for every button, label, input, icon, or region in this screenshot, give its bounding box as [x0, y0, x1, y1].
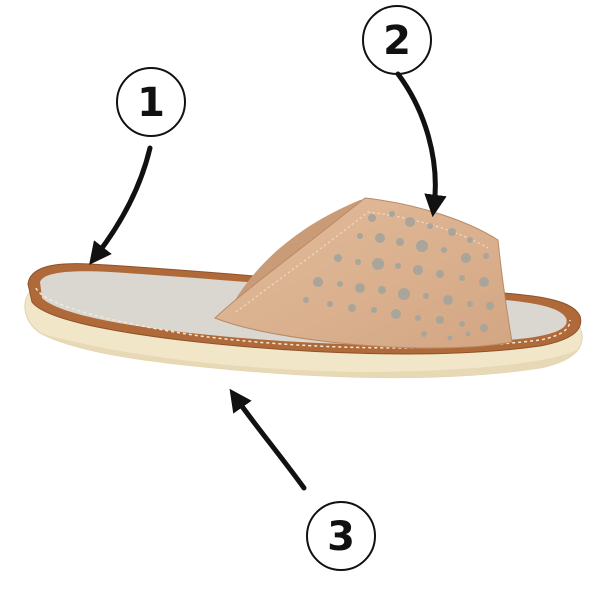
perforation-hole	[441, 247, 447, 253]
perforation-hole	[391, 309, 401, 319]
callout-3: 3	[229, 388, 376, 571]
perforation-hole	[413, 265, 423, 275]
perforation-hole	[465, 331, 471, 337]
perforation-hole	[396, 238, 404, 246]
callout-1-number: 1	[137, 80, 165, 126]
perforation-hole	[423, 293, 429, 299]
perforation-hole	[467, 301, 473, 307]
perforation-hole	[398, 288, 410, 300]
perforation-hole	[421, 331, 427, 337]
insole-stitching	[35, 287, 571, 349]
perforation-hole	[355, 283, 365, 293]
perforation-hole	[480, 324, 488, 332]
perforation-hole	[479, 277, 489, 287]
perforation-hole	[443, 295, 453, 305]
perforation-hole	[395, 263, 401, 269]
callout-2-number: 2	[383, 18, 411, 64]
perforation-hole	[459, 275, 465, 281]
perforation-hole	[486, 302, 494, 310]
upper-stitching	[235, 211, 489, 313]
callout-3-number: 3	[327, 514, 355, 560]
perforation-hole	[416, 240, 428, 252]
perforation-hole	[348, 304, 356, 312]
perforation-hole	[372, 258, 384, 270]
slipper	[24, 197, 583, 379]
callout-1-arrow	[89, 145, 153, 265]
perforation-hole	[461, 253, 471, 263]
perforation-hole	[334, 254, 342, 262]
callout-2-arrow	[395, 71, 447, 218]
perforation-hole	[313, 277, 323, 287]
perforation-hole	[436, 270, 444, 278]
perforation-hole	[467, 237, 473, 243]
perforation-hole	[371, 307, 377, 313]
callout-2: 2	[362, 5, 447, 218]
perforation-hole	[483, 253, 489, 259]
perforation-hole	[415, 315, 421, 321]
perforation-hole	[375, 233, 385, 243]
perforation-hole	[368, 214, 376, 222]
callout-3-arrow	[229, 388, 307, 491]
perforation-hole	[436, 316, 444, 324]
perforation-hole	[357, 233, 363, 239]
perforation-hole	[355, 259, 361, 265]
perforation-hole	[448, 228, 456, 236]
perforation-hole	[337, 281, 343, 287]
callout-1: 1	[89, 67, 186, 265]
leather-upper	[214, 197, 513, 349]
callout-1-circle	[116, 67, 186, 137]
perforation-hole	[427, 223, 433, 229]
callout-3-circle	[306, 501, 376, 571]
perforation-hole	[378, 286, 386, 294]
perforation-hole	[447, 335, 453, 341]
perforation-hole	[405, 217, 415, 227]
perforation-hole	[389, 211, 395, 217]
perforation-hole	[327, 301, 333, 307]
perforation-hole	[303, 297, 309, 303]
perforation-holes	[303, 211, 494, 341]
perforation-hole	[459, 321, 465, 327]
